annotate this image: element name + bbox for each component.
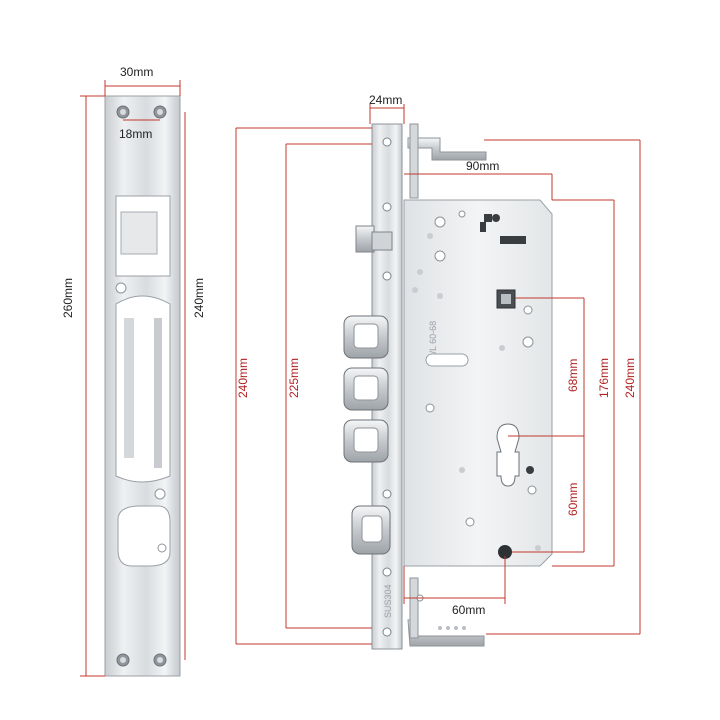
label-cyl-to-key: 60mm — [566, 483, 580, 516]
label-strike-inner: 240mm — [192, 278, 206, 318]
top-latch — [355, 225, 393, 253]
strike-plate — [104, 95, 181, 677]
label-face-height-240: 240mm — [236, 358, 250, 398]
label-faceplate-width: 24mm — [369, 93, 402, 107]
bottom-bracket — [407, 577, 485, 647]
label-strike-height: 260mm — [61, 278, 75, 318]
label-total-right: 240mm — [623, 358, 637, 398]
label-strike-width: 30mm — [120, 65, 153, 79]
lock-body: R/L 60-68 — [403, 199, 553, 567]
deadbolt-3 — [343, 419, 389, 463]
label-cyl-to-handle: 68mm — [566, 359, 580, 392]
label-face-height-225: 225mm — [287, 358, 301, 398]
deadbolt-1 — [343, 315, 389, 359]
rl-stamp: R/L 60-68 — [428, 321, 438, 360]
strike-round-cutout — [117, 505, 171, 567]
key-hole — [498, 545, 512, 559]
material-stamp: SUS304 — [383, 584, 393, 618]
label-hole-spacing: 18mm — [119, 127, 152, 141]
cylinder-cutout — [496, 423, 520, 487]
deadbolt-2 — [343, 367, 389, 411]
lock-dimension-lines — [235, 104, 641, 645]
label-body-width: 90mm — [466, 159, 499, 173]
deadbolt-4 — [351, 505, 391, 555]
top-bracket — [407, 123, 487, 199]
label-handle-to-bottom: 176mm — [597, 358, 611, 398]
strike-dimension-lines — [80, 80, 186, 677]
label-bottom-width: 60mm — [452, 603, 485, 617]
